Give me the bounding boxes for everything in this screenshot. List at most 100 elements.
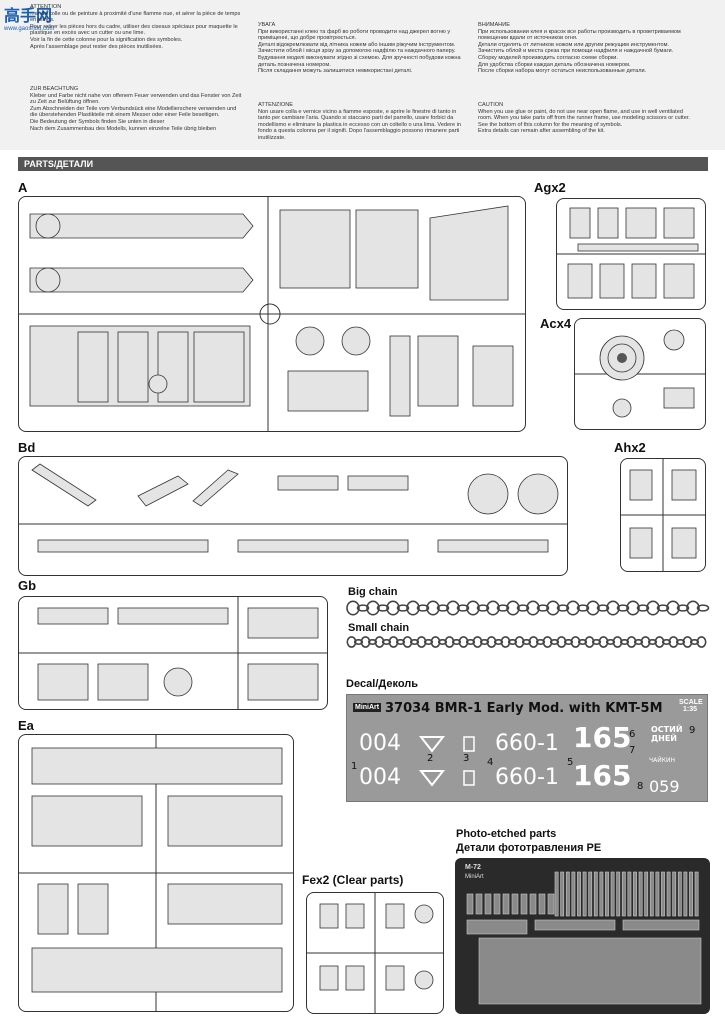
chain-link [458,636,469,648]
pe-title-ru: Детали фототравления PE [456,842,602,854]
chain-link [656,604,670,612]
sprue-label-bd: Bd [18,440,36,455]
chain-link [500,636,511,648]
pe-strip [627,871,632,917]
chain-link [577,639,588,645]
decal-index: 9 [689,725,696,736]
decal-triangles [418,736,446,787]
decal-index: 7 [629,745,636,756]
sprue-agx2-parts [556,207,706,299]
pe-strip [672,871,677,917]
chain-link [356,604,370,612]
chain-link [566,600,580,616]
decal-title: 37034 BMR-1 Early Mod. with KMT-5M [385,701,663,716]
chain-link [381,639,392,645]
chain-link [367,639,378,645]
pe-mesh [478,937,702,1005]
small-chain-label: Small chain [348,622,410,634]
chain-link [446,600,460,616]
notice-text: ВНИМАНИЕ При использовании клея и красок… [478,22,681,75]
chain-link [676,604,690,612]
chain-link [586,600,600,616]
small-chain [346,636,707,648]
chain-link [479,639,490,645]
chain-link [666,600,680,616]
chain-link [626,600,640,616]
sprue-label-a: A [18,180,28,195]
chain-link [549,639,560,645]
chain-link [570,636,581,648]
parts-section-title: PARTS/ДЕТАЛИ [18,157,708,171]
decal-index: 2 [427,753,434,764]
chain-link [626,636,637,648]
chain-link [661,639,672,645]
chain-link [640,636,651,648]
chain-link [616,604,630,612]
chain-link [556,636,567,648]
sprue-label-gb: Gb [18,578,37,593]
pe-small-part [502,893,510,915]
sprue-gb-parts [18,596,328,710]
chain-link [353,639,364,645]
chain-link [406,600,420,616]
decal-index: 8 [637,781,644,792]
chain-link [507,639,518,645]
chain-link [612,636,623,648]
chain-link [514,636,525,648]
chain-link [465,639,476,645]
chain-link [416,636,427,648]
chain-link [606,600,620,616]
decal-small-marks [463,736,475,786]
chain-link [402,636,413,648]
pe-strip [694,871,699,917]
chain-link [366,600,380,616]
chain-link [396,604,410,612]
chain-link [386,600,400,616]
big-chain-label: Big chain [348,586,398,598]
decal-slogan: ОСТИЙ ДНЕЙ [651,725,683,743]
chain-link [486,600,500,616]
sprue-fex2-parts [306,892,444,1014]
chain-link [546,600,560,616]
chain-link [395,639,406,645]
sprue-a-parts [18,196,526,432]
pe-small-part [484,893,492,915]
decal-number-004: 004 [359,765,401,790]
notice-french: ATTENTION ...er de colle ou de peinture … [30,4,245,50]
pe-strip [655,871,660,917]
pe-strip [689,871,693,917]
pe-strip [571,871,576,917]
pe-strip [633,871,637,917]
pe-strip [554,871,559,917]
chain-link [526,600,540,616]
pe-small-part [511,893,519,915]
chain-link [696,636,707,648]
decal-sheet: MiniArt 37034 BMR-1 Early Mod. with KMT-… [346,694,708,802]
pe-small-part [466,893,474,915]
notice-text: ATTENZIONE Non usare colla e vernice vic… [258,102,462,141]
pe-parts [466,871,702,1005]
pe-small-part [493,893,501,915]
chain-link [686,600,700,616]
pe-fret: M-72 MiniArt [455,858,710,1014]
pe-bar [534,919,616,931]
chain-link [451,639,462,645]
chain-link [619,639,630,645]
pe-strip [616,871,621,917]
chain-link [486,636,497,648]
pe-small-part [475,893,483,915]
decal-number-660: 660-1 [495,765,559,790]
sprue-label-ahx2: Ahx2 [614,440,646,455]
pe-strip [621,871,626,917]
pe-bar [622,919,700,931]
big-chain [346,600,710,616]
chain-link [444,636,455,648]
pe-strip [683,871,688,917]
chain-link [388,636,399,648]
chain-link [633,639,644,645]
pe-small-part [547,893,555,915]
chain-link [466,600,480,616]
notice-text: УВАГА При використанні клею та фарб во р… [258,22,461,75]
chain-link [493,639,504,645]
decal-scale: SCALE 1:35 [679,699,703,713]
